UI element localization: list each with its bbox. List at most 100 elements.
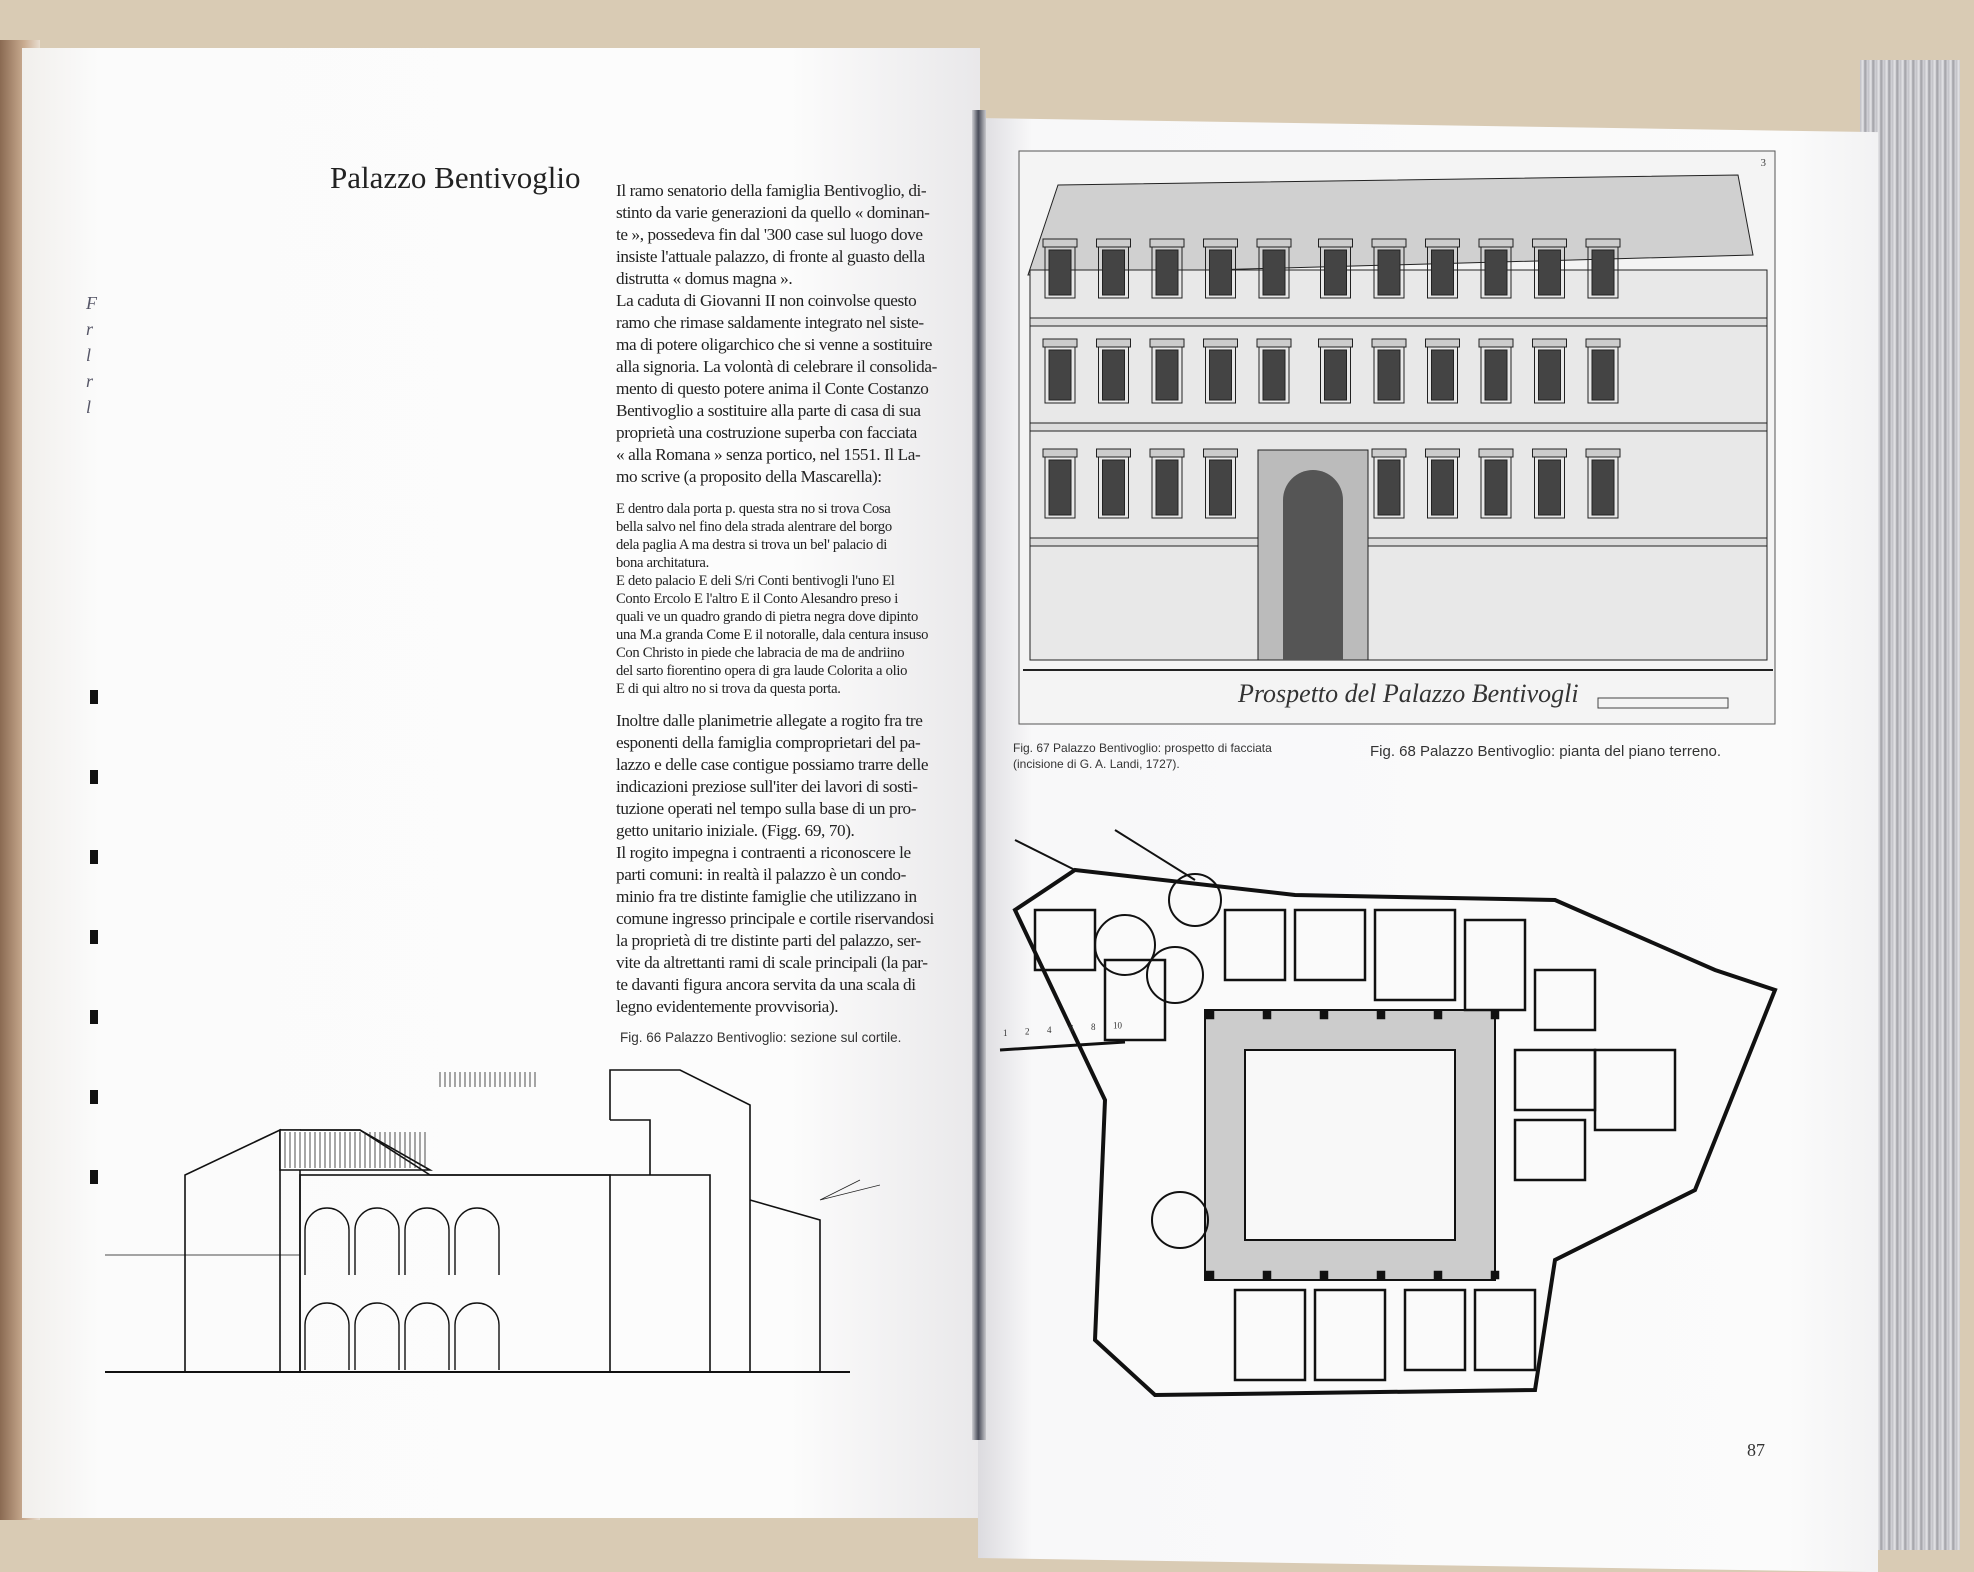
text-line: Il ramo senatorio della famiglia Bentivo… — [616, 181, 927, 200]
text-line: Con Christo in piede che labracia de ma … — [616, 645, 905, 661]
window-frame — [1480, 346, 1512, 404]
window-frame — [1044, 456, 1076, 519]
window-pediment — [1371, 238, 1407, 248]
plan-room — [1293, 908, 1367, 982]
window-pediment — [1478, 448, 1514, 458]
window — [1377, 349, 1401, 401]
window-pediment — [1371, 448, 1407, 458]
window — [1431, 459, 1454, 516]
window-frame — [1587, 246, 1619, 299]
section-arch — [454, 1207, 500, 1275]
window — [1591, 349, 1615, 401]
section-arch — [354, 1302, 400, 1370]
plan-room — [1513, 1118, 1587, 1182]
window — [1209, 349, 1232, 401]
text-line: Il rogito impegna i contraenti a riconos… — [616, 843, 911, 862]
window-frame — [1205, 246, 1236, 299]
plan-room — [1593, 1048, 1677, 1132]
scale-number: 6 — [1069, 1024, 1074, 1034]
section-arch — [354, 1207, 400, 1275]
window-pediment — [1425, 238, 1460, 248]
window-pediment — [1478, 238, 1514, 248]
window-pediment — [1585, 448, 1621, 458]
window — [1048, 249, 1072, 296]
archival-quote: E dentro dala porta p. questa stra no si… — [616, 500, 928, 698]
window-pediment — [1203, 238, 1238, 248]
fig67-caption: Fig. 67 Palazzo Bentivoglio: prospetto d… — [1013, 740, 1272, 772]
window-frame — [1373, 246, 1405, 299]
text-line: ma di potere oligarchico che si venne a … — [616, 335, 932, 354]
plan-room — [1403, 1288, 1467, 1372]
text-line: proprietà una costruzione superba con fa… — [616, 423, 917, 442]
window-pediment — [1425, 338, 1460, 348]
window-frame — [1151, 246, 1183, 299]
plan-room — [1233, 1288, 1307, 1382]
fig67-caption-line1: Fig. 67 Palazzo Bentivoglio: prospetto d… — [1013, 741, 1272, 755]
text-line: vite da altrettanti rami di scale princi… — [616, 953, 928, 972]
plan-pillar — [1319, 1270, 1329, 1280]
window — [1538, 249, 1561, 296]
window — [1591, 249, 1615, 296]
window — [1538, 459, 1561, 516]
text-line: minio fra tre distinte famiglie che util… — [616, 887, 917, 906]
text-line: bona architatura. — [616, 555, 709, 571]
window-pediment — [1532, 448, 1567, 458]
text-line: La caduta di Giovanni II non coinvolse q… — [616, 291, 917, 310]
window-frame — [1373, 456, 1405, 519]
text-line: E dentro dala porta p. questa stra no si… — [616, 501, 891, 517]
plan-pillar — [1376, 1270, 1386, 1280]
window — [1262, 249, 1286, 296]
body-paragraph-2: Inoltre dalle planimetrie allegate a rog… — [616, 710, 934, 1018]
window — [1209, 459, 1232, 516]
window-frame — [1587, 456, 1619, 519]
window — [1048, 459, 1072, 516]
window-frame — [1320, 246, 1351, 299]
window — [1102, 349, 1125, 401]
window-frame — [1320, 346, 1351, 404]
window-frame — [1427, 346, 1458, 404]
facade-cornice — [1029, 422, 1768, 432]
text-line: mo scrive (a proposito della Mascarella)… — [616, 467, 882, 486]
text-line: lazzo e delle case contigue possiamo tra… — [616, 755, 929, 774]
plan-pillar — [1376, 1010, 1386, 1020]
plan-room — [1473, 1288, 1537, 1372]
window-frame — [1534, 346, 1565, 404]
engraving-plate-number: 3 — [1761, 157, 1767, 169]
text-line: getto unitario iniziale. (Figg. 69, 70). — [616, 821, 855, 840]
text-line: tuzione operati nel tempo sulla base di … — [616, 799, 917, 818]
window-frame — [1534, 456, 1565, 519]
plan-pillar — [1433, 1010, 1443, 1020]
text-line: mento di questo potere anima il Conte Co… — [616, 379, 929, 398]
window-pediment — [1203, 448, 1238, 458]
window-pediment — [1318, 338, 1353, 348]
window-frame — [1258, 346, 1290, 404]
text-line: quali ve un quadro grando di pietra negr… — [616, 609, 918, 625]
window-frame — [1098, 456, 1129, 519]
window-pediment — [1096, 238, 1131, 248]
plan-pillar — [1319, 1010, 1329, 1020]
window-frame — [1098, 346, 1129, 404]
window — [1484, 249, 1508, 296]
plan-room — [1103, 958, 1167, 1042]
text-line: alla signoria. La volontà di celebrare i… — [616, 357, 937, 376]
window-frame — [1098, 246, 1129, 299]
section-arch — [304, 1207, 350, 1275]
window-frame — [1258, 246, 1290, 299]
plan-pillar — [1262, 1010, 1272, 1020]
page-title: Palazzo Bentivoglio — [330, 160, 581, 195]
text-line: comune ingresso principale e cortile ris… — [616, 909, 934, 928]
window — [1431, 249, 1454, 296]
window-pediment — [1042, 338, 1078, 348]
text-line: Inoltre dalle planimetrie allegate a rog… — [616, 711, 923, 730]
engraving-inscription: Prospetto del Palazzo Bentivogli — [1237, 679, 1579, 708]
window — [1377, 249, 1401, 296]
text-line: ramo che rimase saldamente integrato nel… — [616, 313, 924, 332]
window-frame — [1205, 346, 1236, 404]
window-pediment — [1256, 338, 1292, 348]
window — [1324, 349, 1347, 401]
scale-number: 1 — [1003, 1028, 1008, 1038]
window-pediment — [1042, 448, 1078, 458]
text-line: distrutta « domus magna ». — [616, 269, 793, 288]
